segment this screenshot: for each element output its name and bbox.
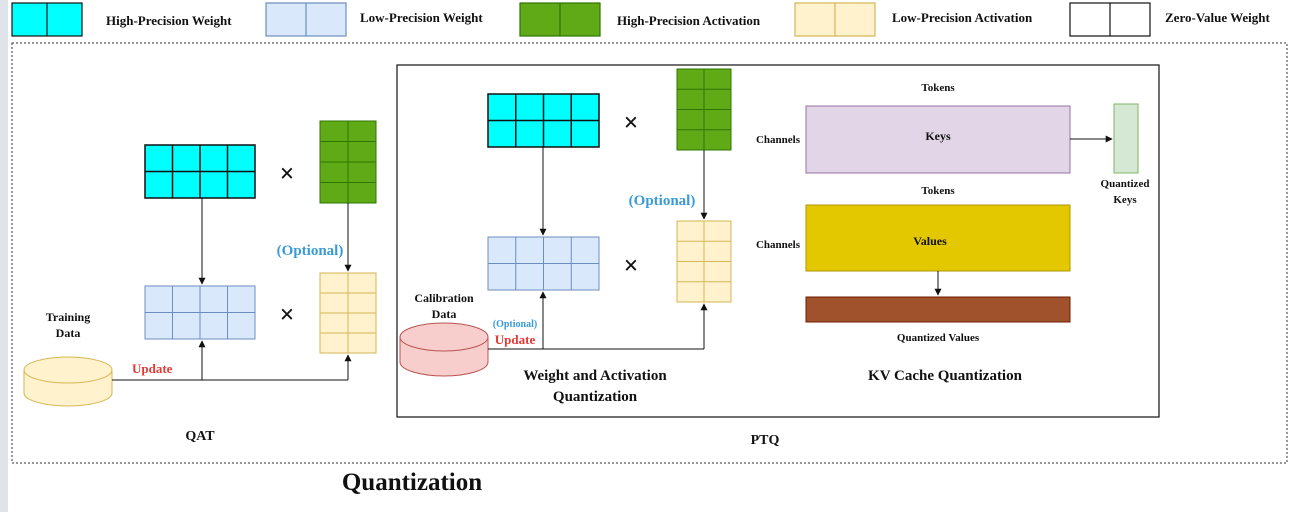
values-channels-label: Channels: [756, 239, 801, 251]
legend-item-high-precision-activation: High-Precision Activation: [519, 2, 761, 37]
kv-cache-caption: KV Cache Quantization: [868, 368, 1023, 384]
ptq-title: PTQ: [751, 433, 780, 448]
legend-label-zero-value-weight: Zero-Value Weight: [1165, 10, 1271, 25]
values-tokens-label: Tokens: [921, 185, 955, 197]
values-block: [805, 204, 1071, 272]
legend: High-Precision Weight Low-Precision Weig…: [11, 2, 1271, 37]
legend-item-high-precision-weight: High-Precision Weight: [11, 2, 232, 37]
qat-multiply-sign-bottom: ×: [280, 300, 295, 329]
quantized-keys-label-line2: Keys: [1113, 194, 1137, 206]
ptq-low-precision-activation-grid: [676, 220, 732, 303]
values-label: Values: [913, 234, 947, 248]
qat-multiply-sign-top: ×: [280, 159, 295, 188]
training-data-cylinder: [23, 356, 113, 407]
quantized-keys-label-line1: Quantized: [1101, 178, 1150, 190]
window-left-rail: [0, 0, 8, 512]
ptq-multiply-sign-top: ×: [624, 108, 639, 137]
ptq-low-precision-weight-grid: [487, 236, 600, 291]
ptq-update-label: Update: [495, 332, 536, 347]
calibration-data-label-line2: Data: [432, 307, 457, 321]
qat-high-precision-weight-grid: [144, 144, 256, 199]
ptq-section: × × (Optional) Calibration: [396, 64, 1160, 448]
keys-channels-label: Channels: [756, 134, 801, 146]
legend-label-high-precision-weight: High-Precision Weight: [106, 13, 232, 28]
legend-label-high-precision-activation: High-Precision Activation: [617, 13, 761, 28]
training-data-label-line1: Training: [46, 310, 90, 324]
ptq-multiply-sign-bottom: ×: [624, 251, 639, 280]
keys-block: [805, 105, 1071, 174]
calibration-data-cylinder: [399, 322, 489, 377]
keys-label: Keys: [925, 129, 951, 143]
ptq-high-precision-activation-grid: [676, 68, 732, 151]
legend-label-low-precision-weight: Low-Precision Weight: [360, 10, 483, 25]
quantized-values-block: [805, 296, 1071, 323]
qat-low-precision-activation-grid: [319, 272, 377, 354]
ptq-high-precision-weight-grid: [487, 93, 600, 148]
quantized-keys-block: [1113, 103, 1139, 174]
quantized-values-label: Quantized Values: [897, 332, 980, 344]
qat-optional-label: (Optional): [277, 243, 344, 259]
qat-title: QAT: [185, 429, 215, 444]
qat-low-precision-weight-grid: [144, 285, 256, 340]
training-data-label-line2: Data: [56, 326, 81, 340]
ptq-optional-label: (Optional): [629, 193, 696, 209]
weight-activation-caption-line1: Weight and Activation: [523, 368, 667, 384]
qat-high-precision-activation-grid: [319, 120, 377, 204]
legend-item-low-precision-weight: Low-Precision Weight: [265, 2, 483, 37]
legend-label-low-precision-activation: Low-Precision Activation: [892, 10, 1033, 25]
legend-item-low-precision-activation: Low-Precision Activation: [794, 2, 1033, 37]
qat-update-label: Update: [132, 361, 173, 376]
ptq-update-optional-label: (Optional): [493, 319, 537, 330]
quantization-title: Quantization: [342, 469, 482, 496]
calibration-data-label-line1: Calibration: [414, 291, 474, 305]
ptq-kv-cache-subsection: Tokens Channels Keys Quantized Keys Toke…: [756, 82, 1149, 384]
qat-section: × × (Optional) Training Data Update: [23, 120, 377, 444]
weight-activation-caption-line2: Quantization: [553, 389, 638, 405]
quantization-frame: [11, 42, 1288, 464]
ptq-weight-activation-subsection: × × (Optional) Calibration: [399, 68, 732, 405]
legend-item-zero-value-weight: Zero-Value Weight: [1069, 2, 1271, 37]
ptq-frame: [396, 64, 1160, 418]
keys-tokens-label: Tokens: [921, 82, 955, 94]
